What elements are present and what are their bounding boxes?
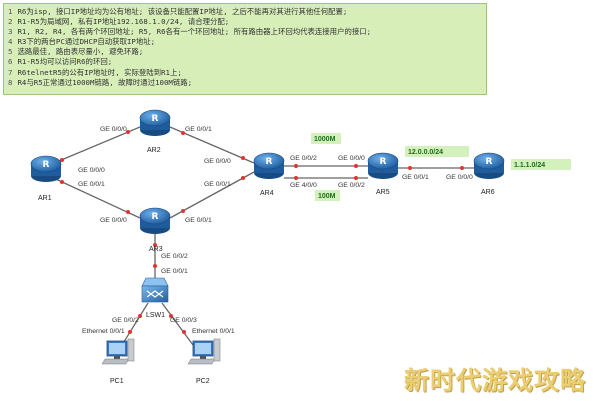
router-ar5: [367, 152, 399, 180]
requirement-text: R3下的两台PC通过DHCP自动获取IP地址;: [17, 37, 156, 47]
if-ar4-top-left: GE 0/0/0: [204, 158, 231, 165]
requirement-number: 7: [8, 67, 13, 77]
if-ar3-g2: GE 0/0/2: [161, 253, 188, 260]
note-100m: 100M: [318, 193, 336, 200]
label-ar3: AR3: [149, 246, 163, 253]
pc-1: [101, 338, 135, 365]
note-ar6-loopback-bg: [511, 159, 571, 170]
router-ar4: [253, 152, 285, 180]
note-100m-bg: [315, 190, 340, 201]
router-ar6: [473, 152, 505, 180]
requirement-item: 4 R3下的两台PC通过DHCP自动获取IP地址;: [8, 37, 486, 47]
label-ar1: AR1: [38, 195, 52, 202]
requirement-text: R6telnetR5的公有IP地址时, 实际登陆到R1上;: [17, 67, 182, 77]
if-lsw-g3: GE 0/0/3: [170, 317, 197, 324]
if-ar5-g0: GE 0/0/0: [338, 155, 365, 162]
note-ar6-loopback: 1.1.1.0/24: [514, 162, 545, 169]
requirement-item: 7 R6telnetR5的公有IP地址时, 实际登陆到R1上;: [8, 68, 486, 78]
link-lsw1-pc1: [121, 302, 149, 346]
requirement-number: 8: [8, 77, 13, 87]
if-ar5-g2: GE 0/0/2: [338, 182, 365, 189]
requirement-text: 选路最佳, 路由表尽量小, 避免环路;: [17, 47, 144, 57]
link-lsw1-pc2: [161, 302, 194, 346]
if-ar4-bottom-left: GE 0/0/1: [204, 181, 231, 188]
label-ar4: AR4: [260, 190, 274, 197]
label-ar2: AR2: [147, 147, 161, 154]
label-pc1: PC1: [110, 378, 124, 385]
requirements-panel: 1 R6为isp, 接口IP地址均为公有地址; 该设备只能配置IP地址, 之后不能…: [3, 3, 487, 95]
watermark-text: 新时代游戏攻略: [403, 366, 586, 395]
if-lsw-g1: GE 0/0/1: [161, 268, 188, 275]
requirement-number: 1: [8, 7, 13, 16]
requirement-number: 5: [8, 47, 13, 57]
requirements-list: 1 R6为isp, 接口IP地址均为公有地址; 该设备只能配置IP地址, 之后不能…: [4, 4, 486, 88]
pc-2: [187, 338, 221, 365]
note-net-ar5-ar6: 12.0.0.0/24: [408, 149, 443, 156]
port-indicators: [60, 130, 464, 334]
requirement-number: 6: [8, 57, 13, 67]
router-ar1: [30, 155, 62, 183]
label-ar6: AR6: [481, 189, 495, 196]
requirement-item: 5 选路最佳, 路由表尽量小, 避免环路;: [8, 47, 486, 57]
if-pc1-eth: Ethernet 0/0/1: [82, 328, 125, 335]
requirement-text: R6为isp, 接口IP地址均为公有地址; 该设备只能配置IP地址, 之后不能再…: [17, 7, 348, 16]
requirement-item: 6 R1-R5均可以访问R6的环回;: [8, 57, 486, 67]
if-ar2-left: GE 0/0/0: [100, 126, 127, 133]
requirement-text: R4与R5正常通过1000M链路, 故障时通过100M链路;: [17, 77, 193, 87]
label-pc2: PC2: [196, 378, 210, 385]
if-ar1-top: GE 0/0/0: [78, 167, 105, 174]
requirement-item: 2 R1-R5为局域网, 私有IP地址192.168.1.0/24, 请合理分配;: [8, 17, 486, 27]
if-ar2-right: GE 0/0/1: [185, 126, 212, 133]
router-ar3: [139, 207, 171, 235]
if-pc2-eth: Ethernet 0/0/1: [192, 328, 235, 335]
label-ar5: AR5: [376, 189, 390, 196]
requirement-text: R1, R2, R4, 各有两个环回地址; R5, R6各有一个环回地址; 所有…: [17, 27, 372, 37]
requirement-item: 3 R1, R2, R4, 各有两个环回地址; R5, R6各有一个环回地址; 所…: [8, 27, 486, 37]
switch-lsw1: [141, 277, 169, 303]
if-ar3-right: GE 0/0/1: [185, 217, 212, 224]
if-ar4-g2: GE 0/0/2: [290, 155, 317, 162]
requirement-number: 4: [8, 37, 13, 47]
if-ar5-g1: GE 0/0/1: [402, 174, 429, 181]
note-net-ar5-ar6-bg: [405, 146, 469, 157]
if-ar6-g0: GE 0/0/0: [446, 174, 473, 181]
note-1000m-bg: [311, 133, 341, 144]
if-ar3-left: GE 0/0/0: [100, 217, 127, 224]
requirement-text: R1-R5为局域网, 私有IP地址192.168.1.0/24, 请合理分配;: [17, 17, 230, 27]
requirement-number: 2: [8, 17, 13, 27]
if-ar4-g4: GE 4/0/0: [290, 182, 317, 189]
requirement-number: 3: [8, 27, 13, 37]
if-lsw-g2: GE 0/0/2: [112, 317, 139, 324]
requirement-text: R1-R5均可以访问R6的环回;: [17, 57, 113, 67]
router-ar2: [139, 109, 171, 137]
if-ar1-bottom: GE 0/0/1: [78, 181, 105, 188]
requirement-item: 1 R6为isp, 接口IP地址均为公有地址; 该设备只能配置IP地址, 之后不能…: [8, 7, 486, 17]
requirement-item: 8 R4与R5正常通过1000M链路, 故障时通过100M链路;: [8, 78, 486, 88]
label-lsw1: LSW1: [146, 312, 165, 319]
note-1000m: 1000M: [314, 136, 336, 143]
